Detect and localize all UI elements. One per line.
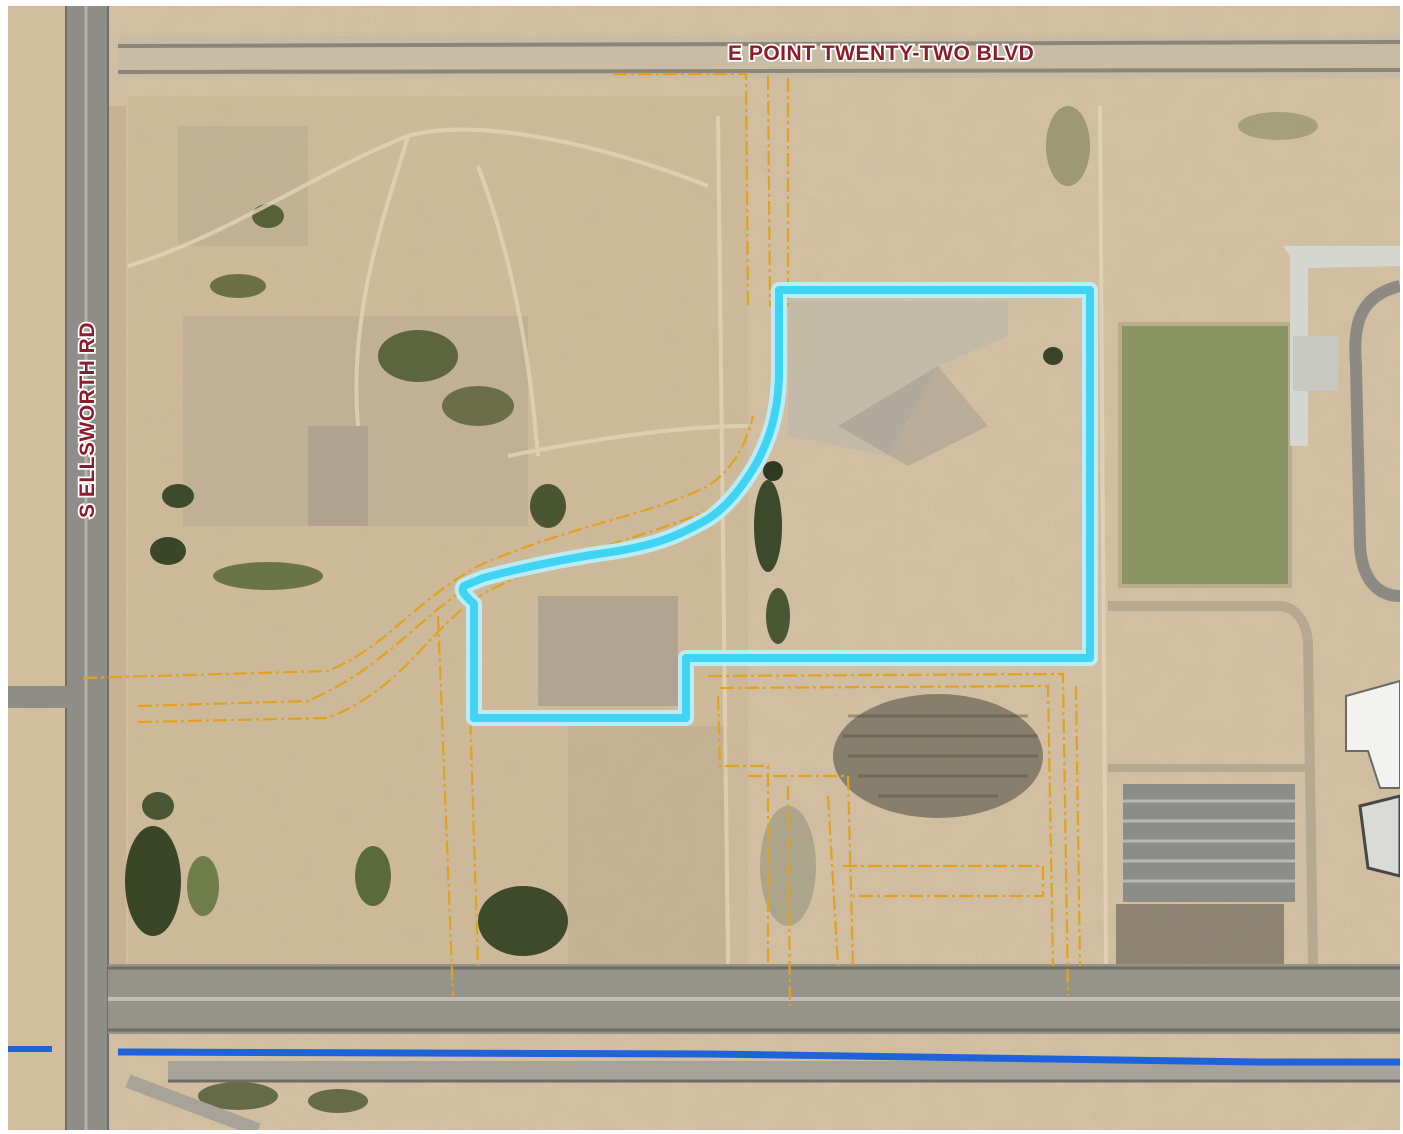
gray-lot-northwest <box>178 126 308 246</box>
canal <box>8 1046 1400 1066</box>
utility-line <box>826 795 840 967</box>
tree-cluster <box>142 792 174 820</box>
utility-line <box>707 672 1070 997</box>
canal-line-east <box>117 1048 1400 1066</box>
utility-line <box>137 500 729 724</box>
tree-cluster <box>763 461 783 481</box>
utility-line <box>82 415 755 680</box>
track-curve <box>1349 280 1400 602</box>
tree-cluster <box>252 204 284 228</box>
aerial-map[interactable]: E POINT TWENTY-TWO BLVD S ELLSWORTH RD <box>8 6 1400 1130</box>
east-access-road <box>1108 601 1318 965</box>
disturbed-ground-west <box>128 96 748 966</box>
shrub-row <box>1238 112 1318 140</box>
utility-line <box>137 580 479 708</box>
building-east-south <box>1358 794 1400 878</box>
tree-cluster <box>150 537 186 565</box>
north-road-edge <box>117 40 1400 74</box>
diagonal-road <box>125 1074 261 1130</box>
green-field <box>1120 324 1290 586</box>
dirt-path <box>354 135 410 427</box>
parcel-boundary[interactable] <box>458 286 1094 722</box>
dirt-path <box>716 115 730 967</box>
land-west <box>8 6 66 1130</box>
map-frame[interactable]: E POINT TWENTY-TWO BLVD S ELLSWORTH RD <box>8 6 1400 1130</box>
dirt-path <box>507 424 749 458</box>
utility-line <box>613 72 750 307</box>
gravel-area <box>788 301 1008 456</box>
west-road-edge <box>65 6 109 1130</box>
utility-lines <box>82 72 1082 1007</box>
utility-line <box>1074 685 1082 967</box>
tree-cluster <box>530 484 566 528</box>
tree-cluster <box>378 330 458 382</box>
subject-parcel[interactable] <box>454 282 1098 726</box>
utility-line <box>766 75 772 307</box>
road-layer <box>8 6 1400 1130</box>
road-labels: E POINT TWENTY-TWO BLVD S ELLSWORTH RD <box>74 40 1035 520</box>
tree-cluster <box>198 1082 278 1110</box>
utility-line <box>786 785 792 1007</box>
north-road-label: E POINT TWENTY-TWO BLVD <box>728 42 1034 65</box>
dirt-lot-southeast <box>1116 904 1284 964</box>
utility-line <box>843 864 1045 898</box>
tree-cluster <box>187 856 219 916</box>
building-east <box>1345 679 1400 789</box>
tree-cluster <box>1043 347 1063 365</box>
gray-lot-south <box>568 726 728 966</box>
dirt-path <box>476 165 540 457</box>
utility-line <box>748 774 855 967</box>
tree-cluster <box>210 274 266 298</box>
tree-cluster <box>308 1089 368 1113</box>
land-between <box>108 106 126 966</box>
frontage-road <box>168 1061 1400 1081</box>
utility-line <box>716 695 770 966</box>
tree-cluster <box>442 386 514 426</box>
tree-cluster <box>478 886 568 956</box>
cross-street-west <box>8 686 68 708</box>
tree-cluster <box>213 562 323 590</box>
dirt-path <box>1098 105 1108 967</box>
utility-line <box>436 615 455 997</box>
utility-line <box>719 684 1055 967</box>
concrete-pad <box>1293 336 1338 391</box>
tree-cluster <box>754 480 782 572</box>
vegetation-layer <box>125 106 1318 1113</box>
tree-cluster <box>355 846 391 906</box>
west-road-label: S ELLSWORTH RD <box>76 322 99 518</box>
gray-lot-center <box>538 596 678 706</box>
tree-cluster <box>766 588 790 644</box>
dirt-paths <box>127 105 1108 967</box>
mound-field <box>833 694 1043 818</box>
tree-cluster <box>125 826 181 936</box>
tree-cluster <box>162 484 194 508</box>
mound-field-ridges <box>843 714 1038 798</box>
green-field-border <box>1118 322 1292 588</box>
shrub-row <box>1046 106 1090 186</box>
gray-lot-mid <box>308 426 368 526</box>
south-highway-edge <box>108 966 1400 1032</box>
gravel-area-dark <box>838 366 988 466</box>
terrain-layer <box>8 6 1400 1130</box>
parking-stripes <box>1123 799 1295 883</box>
